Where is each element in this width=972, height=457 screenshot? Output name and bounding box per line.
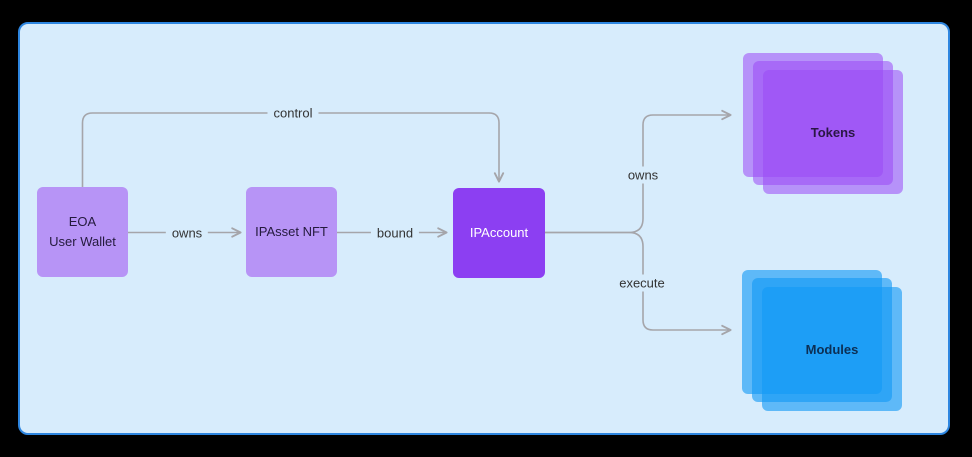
modules-label: Modules bbox=[805, 341, 859, 357]
edge-label-bound: bound bbox=[370, 224, 420, 242]
edge-label-control: control bbox=[267, 104, 319, 122]
tokens-card-front bbox=[763, 70, 903, 194]
node-ipasset-label: IPAsset NFT bbox=[255, 223, 328, 239]
modules-card-front bbox=[762, 287, 902, 411]
node-eoa-label-line2: User Wallet bbox=[49, 234, 116, 249]
edge-label-execute: execute bbox=[613, 274, 671, 292]
node-ipasset-nft: IPAsset NFT bbox=[246, 187, 337, 277]
node-tokens-stack: Tokens bbox=[743, 53, 905, 195]
tokens-label: Tokens bbox=[810, 124, 856, 140]
node-modules-stack: Modules bbox=[742, 270, 904, 412]
edge-label-owns-wallet: owns bbox=[165, 224, 209, 242]
edge-label-owns-account: owns bbox=[621, 166, 665, 184]
node-eoa-label-line1: EOA bbox=[68, 213, 97, 229]
node-ipaccount-label: IPAccount bbox=[469, 224, 529, 240]
node-eoa-user-wallet: EOA User Wallet bbox=[37, 187, 128, 277]
node-ipaccount: IPAccount bbox=[453, 188, 545, 278]
